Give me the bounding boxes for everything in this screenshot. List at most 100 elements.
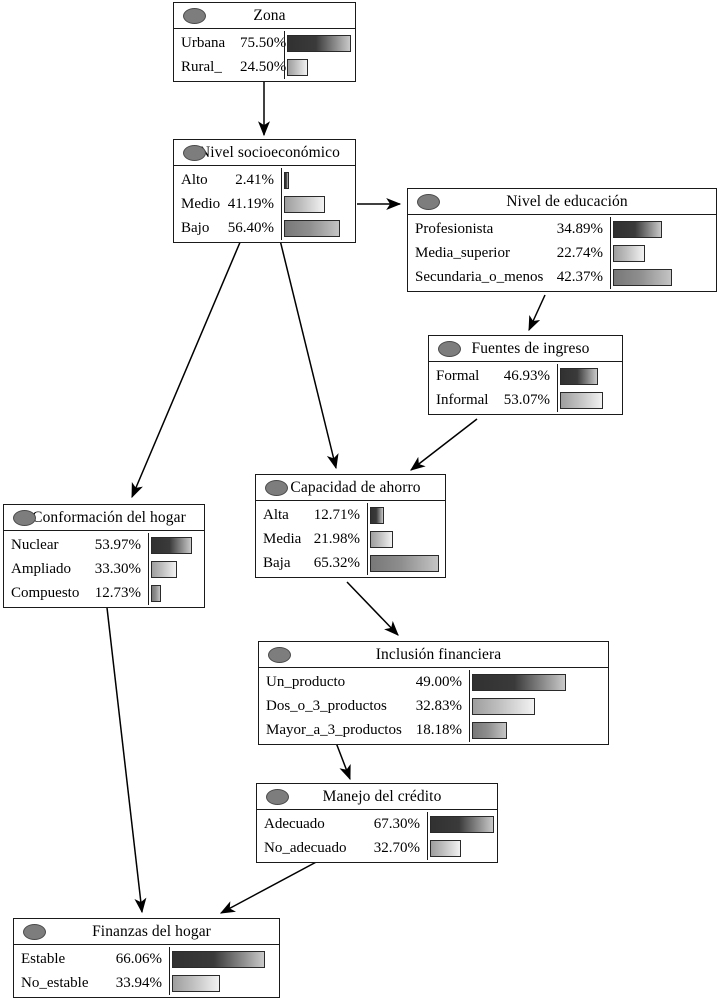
edge-conformacion-del-hogar-to-finanzas-del-hogar <box>105 598 147 914</box>
state-bar-cell <box>427 836 497 860</box>
node-header: Capacidad de ahorro <box>256 475 445 501</box>
state-percent: 22.74% <box>556 244 603 261</box>
node-title: Inclusión financiera <box>375 645 502 663</box>
state-row[interactable]: Secundaria_o_menos 42.37% <box>408 265 716 289</box>
state-percent: 53.97% <box>94 536 141 553</box>
state-label: Urbana <box>181 34 226 51</box>
state-bar-cell <box>281 216 355 240</box>
state-label: Media <box>263 530 302 547</box>
edge-capacidad-de-ahorro-to-inclusion-financiera <box>346 581 399 636</box>
state-bar <box>370 530 394 548</box>
state-bar <box>172 974 220 992</box>
state-row[interactable]: Rural_ 24.50% <box>174 55 355 79</box>
state-label: Profesionista <box>415 220 494 237</box>
state-bar <box>287 34 352 52</box>
state-bar-cell <box>469 694 608 718</box>
state-percent: 32.70% <box>373 839 420 856</box>
node-title: Nivel de educación <box>506 192 628 210</box>
state-bar <box>370 554 440 572</box>
node-ellipse-icon <box>268 646 291 663</box>
state-bar-cell <box>469 718 608 742</box>
state-percent: 24.50% <box>240 58 287 75</box>
state-bar-cell <box>610 265 716 289</box>
state-percent: 33.94% <box>115 974 162 991</box>
state-bar-cell <box>148 533 204 557</box>
edge-fuentes-de-ingreso-to-capacidad-de-ahorro <box>410 418 478 471</box>
state-bar <box>430 839 462 857</box>
node-header: Nivel socioeconómico <box>174 140 355 166</box>
state-bar <box>287 58 308 76</box>
state-percent: 21.98% <box>313 530 360 547</box>
state-bar-cell <box>557 364 622 388</box>
node-ellipse-icon <box>183 144 206 161</box>
state-label: Formal <box>436 367 480 384</box>
state-label: Mayor_a_3_productos <box>266 721 402 738</box>
state-bar-cell <box>281 168 355 192</box>
state-percent: 2.41% <box>235 171 274 188</box>
state-bar <box>370 506 384 524</box>
node-title: Zona <box>253 6 286 24</box>
state-row[interactable]: Media 21.98% <box>256 527 445 551</box>
state-percent: 67.30% <box>373 815 420 832</box>
state-label: Informal <box>436 391 489 408</box>
node-ellipse-icon <box>23 923 46 940</box>
state-percent: 42.37% <box>556 268 603 285</box>
node-ellipse-icon <box>183 7 206 24</box>
state-label: Alta <box>263 506 289 523</box>
state-bar <box>472 673 566 691</box>
edge-inclusion-financiera-to-manejo-del-credito <box>334 739 351 781</box>
state-bar-cell <box>367 551 445 575</box>
state-bar-cell <box>284 55 355 79</box>
node-ellipse-icon <box>266 788 289 805</box>
node-ellipse-icon <box>417 193 440 210</box>
state-bar <box>172 950 266 968</box>
edge-nivel-de-educacion-to-fuentes-de-ingreso <box>528 294 546 332</box>
state-label: Secundaria_o_menos <box>415 268 544 285</box>
state-bar-cell <box>169 971 279 995</box>
state-label: Bajo <box>181 219 210 236</box>
node-ellipse-icon <box>265 479 288 496</box>
state-label: Rural_ <box>181 58 222 75</box>
state-bar <box>472 697 535 715</box>
state-bar-cell <box>427 812 497 836</box>
state-bar <box>560 391 603 409</box>
state-bar <box>151 560 177 578</box>
state-bar-cell <box>469 670 608 694</box>
state-bar-cell <box>281 192 355 216</box>
state-percent: 49.00% <box>415 673 462 690</box>
